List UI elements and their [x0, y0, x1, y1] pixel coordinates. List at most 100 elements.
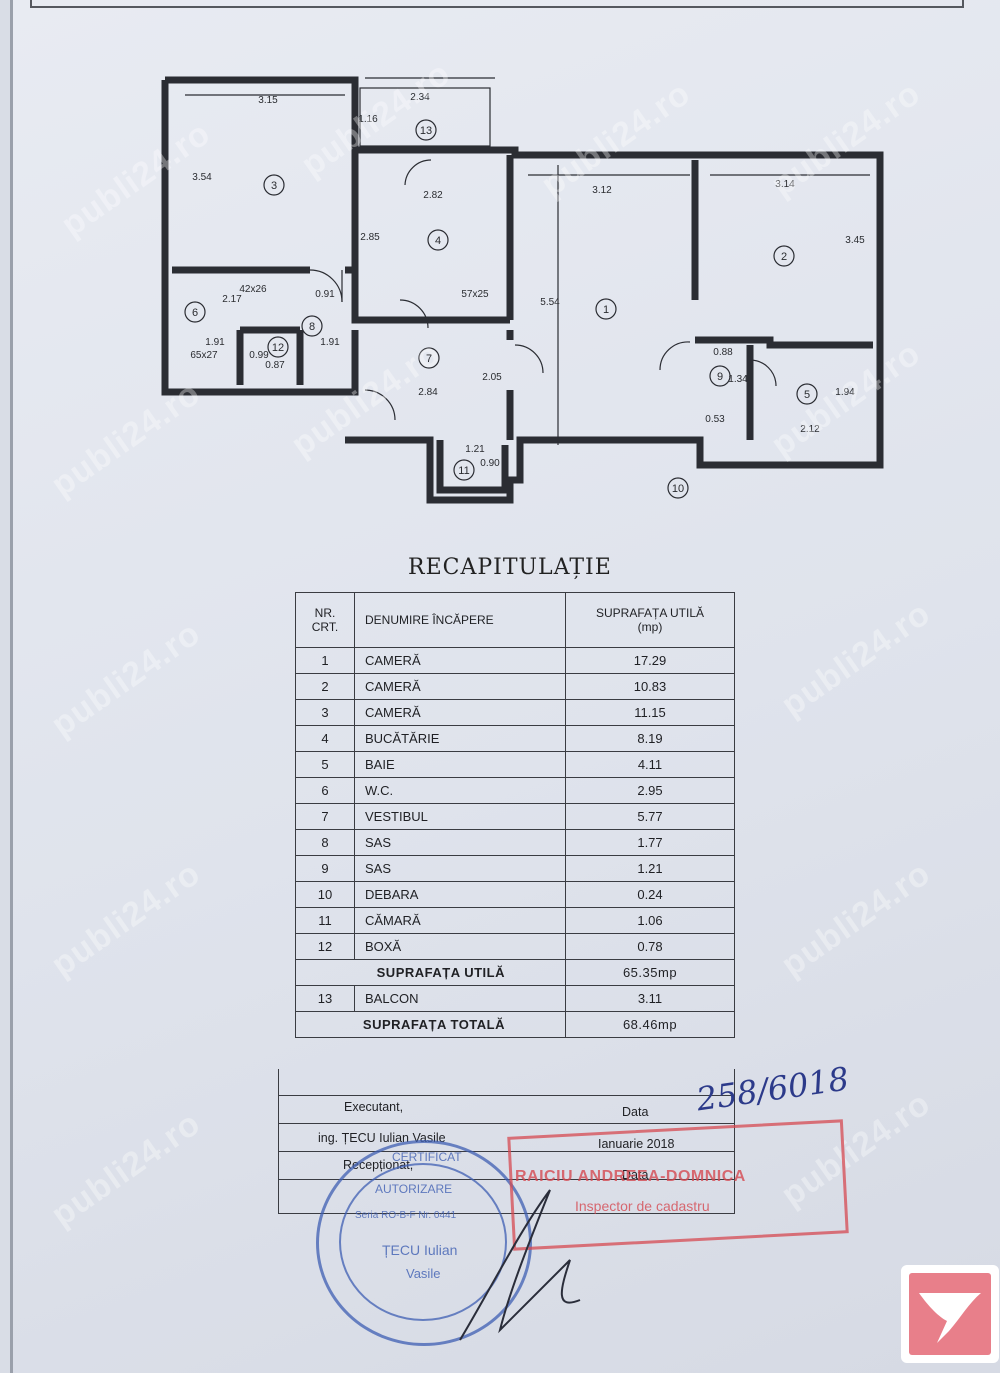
recap-title: RECAPITULAȚIE [408, 555, 612, 580]
room-number: 11 [458, 465, 469, 477]
dim-label: 42x26 [239, 284, 267, 295]
stamp-line: AUTORIZARE [375, 1182, 453, 1196]
stamp-line: Vasile [406, 1266, 441, 1281]
signature-scribble [459, 1189, 581, 1341]
room-number: 4 [435, 235, 441, 247]
balcony-row: 13 BALCON 3.11 [295, 985, 735, 1012]
table-header-row: NR. CRT. DENUMIRE ÎNCĂPERE SUPRAFAȚA UTI… [295, 592, 735, 648]
row-name: CĂMARĂ [354, 907, 566, 934]
room-number: 9 [717, 371, 723, 383]
row-nr: 1 [295, 647, 355, 674]
dim-label: 2.82 [423, 190, 443, 201]
dim-label: 5.54 [540, 297, 560, 308]
stamp-line: Seria RO-B-F Nr. 0441 [355, 1210, 457, 1221]
useful-area-value: 65.35mp [565, 959, 735, 986]
publi24-logo [901, 1265, 999, 1363]
row-nr: 6 [295, 777, 355, 804]
row-area: 0.78 [565, 933, 735, 960]
header-nr-line: CRT. [311, 620, 339, 634]
room-number: 5 [804, 389, 810, 401]
watermark: publi24.ro [774, 594, 938, 725]
total-area-value: 68.46mp [565, 1011, 735, 1038]
watermark: publi24.ro [44, 1104, 208, 1235]
date-label-2: Data [622, 1168, 649, 1182]
logo-glyph-icon [919, 1293, 981, 1343]
row-name: SAS [354, 829, 566, 856]
dim-label: 2.34 [410, 92, 430, 103]
row-area: 5.77 [565, 803, 735, 830]
dim-label: 0.88 [713, 347, 733, 358]
dim-label: 0.99 [249, 350, 269, 361]
dim-label: 3.45 [845, 235, 865, 246]
executant-label: Executant, [344, 1100, 404, 1114]
row-nr: 4 [295, 725, 355, 752]
room-number: 2 [781, 251, 787, 263]
dim-label: 0.87 [265, 360, 285, 371]
watermark: publi24.ro [774, 854, 938, 985]
row-name: BAIE [354, 751, 566, 778]
row-area: 1.06 [565, 907, 735, 934]
row-name: CAMERĂ [354, 673, 566, 700]
dim-label: 65x27 [190, 350, 218, 361]
header-area: SUPRAFAȚA UTILĂ (mp) [565, 592, 735, 648]
room-number: 3 [271, 180, 277, 192]
row-nr: 11 [295, 907, 355, 934]
header-area-line: SUPRAFAȚA UTILĂ [595, 606, 705, 620]
recap-table: NR. CRT. DENUMIRE ÎNCĂPERE SUPRAFAȚA UTI… [295, 592, 735, 1038]
dim-label: 57x25 [461, 289, 489, 300]
dim-label: 3.15 [258, 95, 278, 106]
watermark: publi24.ro [44, 614, 208, 745]
dim-label: 3.54 [192, 172, 212, 183]
balcony-nr: 13 [295, 985, 355, 1012]
row-name: DEBARA [354, 881, 566, 908]
round-stamp-inner [339, 1163, 507, 1321]
logo-mark [909, 1273, 991, 1355]
row-nr: 12 [295, 933, 355, 960]
row-area: 0.24 [565, 881, 735, 908]
row-name: W.C. [354, 777, 566, 804]
row-nr: 8 [295, 829, 355, 856]
row-nr: 3 [295, 699, 355, 726]
total-area-row: SUPRAFAȚA TOTALĂ 68.46mp [295, 1011, 735, 1038]
header-area-line: (mp) [637, 620, 663, 634]
room-number: 12 [272, 342, 284, 354]
round-stamp [316, 1140, 532, 1346]
dim-label: 1.91 [205, 337, 225, 348]
total-area-label: SUPRAFAȚA TOTALĂ [295, 1011, 566, 1038]
date-value: Ianuarie 2018 [598, 1137, 675, 1151]
row-area: 1.77 [565, 829, 735, 856]
stamp-line: ȚECU Iulian [382, 1242, 458, 1258]
document-sheet: 3.15 2.34 1.16 3.54 2.82 3.12 3.14 2.85 … [10, 0, 1000, 1373]
header-nr-line: NR. [314, 606, 336, 620]
row-name: CAMERĂ [354, 699, 566, 726]
dim-label: 1.94 [835, 387, 855, 398]
dim-label: 2.17 [222, 294, 242, 305]
row-name: SAS [354, 855, 566, 882]
dim-label: 2.85 [360, 232, 380, 243]
header-name: DENUMIRE ÎNCĂPERE [354, 592, 566, 648]
room-number: 10 [672, 483, 684, 495]
dim-label: 2.12 [800, 424, 820, 435]
dim-label: 0.91 [315, 289, 335, 300]
dim-label: 0.53 [705, 414, 725, 425]
row-nr: 5 [295, 751, 355, 778]
dim-label: 2.05 [482, 372, 502, 383]
room-number: 13 [420, 125, 432, 137]
row-area: 1.21 [565, 855, 735, 882]
room-number: 8 [309, 321, 315, 333]
row-nr: 2 [295, 673, 355, 700]
row-area: 10.83 [565, 673, 735, 700]
balcony-area: 3.11 [565, 985, 735, 1012]
row-name: BUCĂTĂRIE [354, 725, 566, 752]
useful-area-row: SUPRAFAȚA UTILĂ 65.35mp [295, 959, 735, 986]
